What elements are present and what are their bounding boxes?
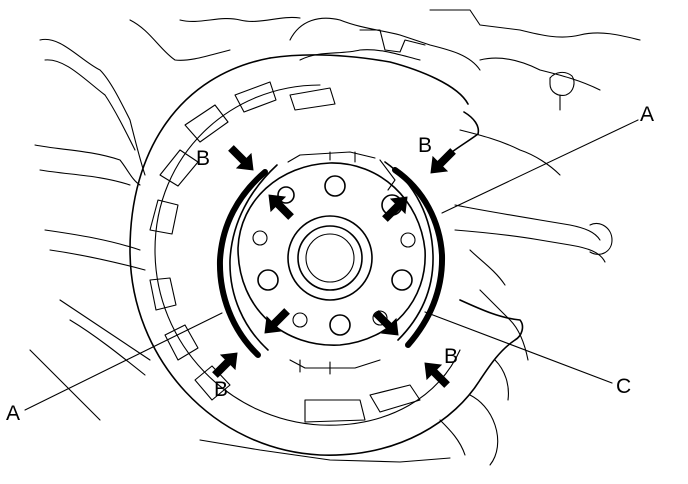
arrow-b-top-right-inner [382,196,408,222]
callout-labels: A A B B B B C [6,103,654,425]
arrow-b-bottom-right-inner [373,310,399,336]
dust-shield [129,54,524,456]
arrow-b-top-left-inner [268,194,294,220]
arrow-b-bottom-right-outer [424,362,450,388]
leader-a-left [24,312,223,411]
arrow-b-top-left-outer [228,145,254,171]
leader-lines [24,119,639,411]
leader-a-right [441,119,639,214]
callout-c: C [616,375,631,398]
parking-brake-shoes [216,151,446,375]
callout-b-bottom-left: B [214,378,228,401]
background-structure [29,9,641,466]
arrows-b [212,145,456,388]
leader-c [424,311,613,384]
arrow-b-bottom-left-outer [212,352,238,378]
callout-b-top-left: B [196,147,210,170]
callout-b-top-right: B [418,134,432,157]
arrow-b-bottom-left-inner [264,308,290,334]
callout-a-right: A [640,103,654,126]
callout-a-left: A [6,402,20,425]
callout-b-bottom-right: B [444,345,458,368]
hub-flange [237,162,426,346]
arrow-b-top-right-outer [430,148,456,174]
